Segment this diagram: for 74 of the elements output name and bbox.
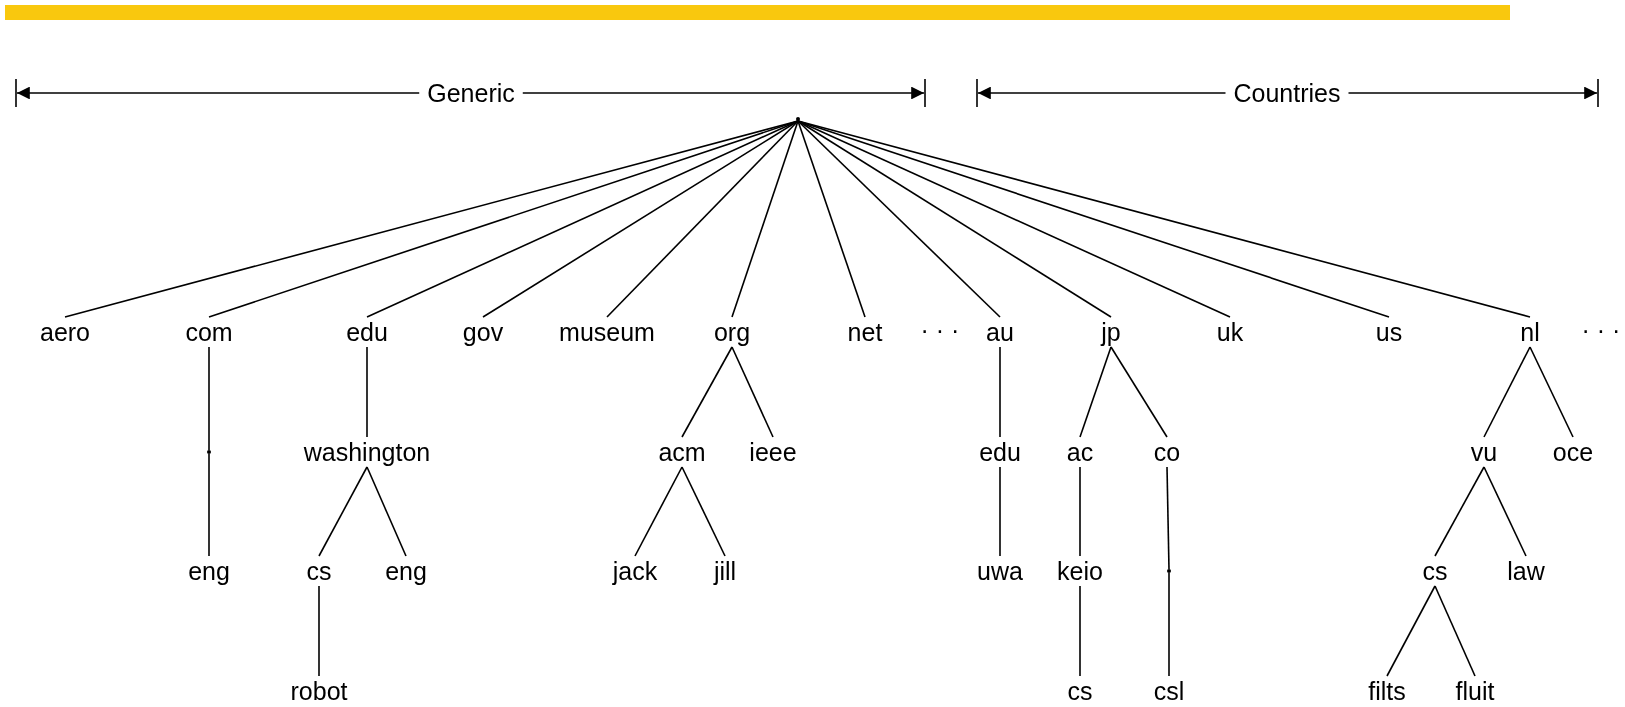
domain-label: csl [1153, 676, 1185, 706]
domain-label: net [847, 317, 883, 347]
tree-line [797, 120, 1390, 318]
domain-label: keio [1057, 556, 1103, 586]
tree-line [318, 466, 368, 557]
tree-line [999, 346, 1001, 438]
tree-line [797, 120, 1231, 318]
domain-label: uk [1216, 317, 1244, 347]
tree-line [366, 466, 407, 557]
span-label: Countries [1233, 78, 1341, 108]
domain-label: edu [979, 437, 1021, 467]
domain-label: filts [1368, 676, 1406, 706]
tree-line [1483, 346, 1531, 438]
domain-label: au [986, 317, 1014, 347]
domain-label: edu [346, 317, 388, 347]
tree-line [731, 346, 774, 438]
domain-label: gov [462, 317, 504, 347]
domain-label: museum [559, 317, 655, 347]
tree-line [606, 120, 799, 318]
tree-line [797, 120, 1531, 318]
tree-line [797, 120, 1001, 318]
tree-line [731, 120, 799, 318]
domain-label: aero [40, 317, 90, 347]
tree-line [208, 346, 210, 451]
domain-label: washington [303, 437, 431, 467]
junction-dot [1167, 569, 1171, 573]
tree-line [318, 585, 320, 677]
tree-line [1110, 346, 1168, 438]
tree-line [999, 466, 1001, 557]
tree-line [1079, 346, 1112, 438]
tree-line [1529, 346, 1574, 438]
tree-line [797, 120, 1112, 318]
domain-label: cs [1067, 676, 1093, 706]
tree-line [366, 120, 799, 318]
domain-label: us [1375, 317, 1403, 347]
ellipsis: · · · [920, 315, 960, 345]
domain-label: ieee [749, 437, 797, 467]
domain-label: law [1507, 556, 1545, 586]
tree-line [1079, 466, 1081, 557]
domain-label: robot [290, 676, 348, 706]
domain-label: com [185, 317, 233, 347]
domain-label: cs [1422, 556, 1448, 586]
domain-label: co [1153, 437, 1181, 467]
tree-line [208, 453, 210, 557]
tree-line [681, 346, 733, 438]
domain-label: nl [1520, 317, 1540, 347]
tree-line [366, 346, 368, 438]
domain-label: eng [385, 556, 427, 586]
junction-dot [207, 450, 211, 454]
domain-label: jill [713, 556, 737, 586]
tree-line [681, 466, 726, 557]
tree-line [1168, 572, 1170, 677]
tree-line [1166, 466, 1170, 570]
ellipsis: · · · [1581, 315, 1621, 345]
tree-line [1434, 585, 1476, 677]
domain-label: cs [306, 556, 332, 586]
domain-label: ac [1066, 437, 1094, 467]
domain-label: org [713, 317, 751, 347]
tree-line [1386, 585, 1436, 677]
domain-label: vu [1470, 437, 1498, 467]
tree-line [634, 466, 683, 557]
domain-label: jack [612, 556, 658, 586]
tree-line [1483, 466, 1527, 557]
domain-label: fluit [1455, 676, 1495, 706]
domain-label: acm [658, 437, 706, 467]
tree-line [1434, 466, 1485, 557]
junction-dot [796, 117, 800, 121]
span-label: Generic [427, 78, 515, 108]
domain-label: uwa [977, 556, 1023, 586]
domain-label: eng [188, 556, 230, 586]
tree-line [797, 120, 866, 318]
tree-line [1079, 585, 1081, 677]
domain-label: jp [1101, 317, 1121, 347]
domain-label: oce [1552, 437, 1594, 467]
